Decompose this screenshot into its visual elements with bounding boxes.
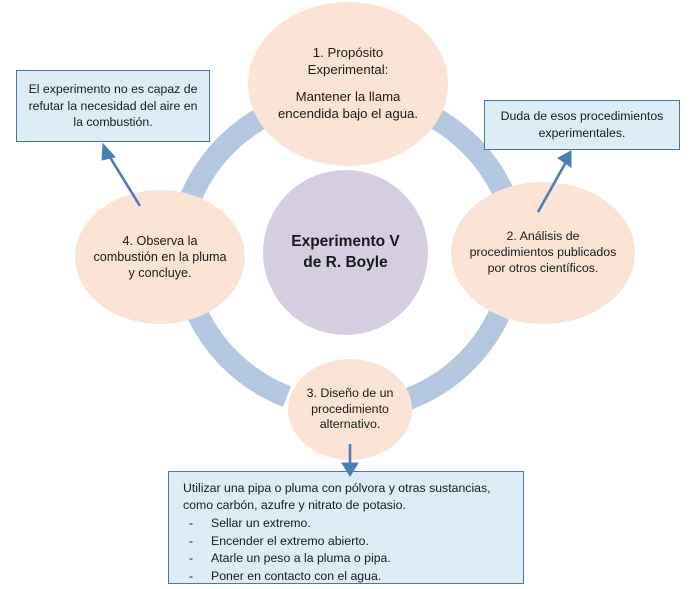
list-item-text: Encender el extremo abierto. [211, 533, 369, 548]
callout-right-duda[interactable]: Duda de esos procedimientos experimental… [484, 100, 680, 150]
cycle-node-1-title-line-1: 1. Propósito [312, 45, 384, 61]
cycle-node-2-analisis[interactable]: 2. Análisis de procedimientos publicados… [451, 182, 635, 324]
list-item-text: Poner en contacto con el agua. [211, 568, 382, 583]
list-item: - Atarle un peso a la pluma o pipa. [179, 550, 513, 567]
list-item: - Encender el extremo abierto. [179, 533, 513, 550]
list-item-text: Atarle un peso a la pluma o pipa. [211, 551, 391, 566]
center-circle: Experimento V de R. Boyle [263, 170, 428, 335]
callout-bottom-intro: Utilizar una pipa o pluma con pólvora y … [183, 481, 491, 512]
list-bullet-marker: - [189, 533, 194, 548]
cycle-node-1-title: 1. Propósito Experimental: [308, 45, 389, 79]
list-bullet-marker: - [189, 551, 194, 566]
list-bullet-marker: - [189, 516, 194, 531]
cycle-node-2-text: 2. Análisis de procedimientos publicados… [469, 229, 617, 275]
ring-arc-bottom-left [187, 308, 292, 407]
callout-left-conclusion[interactable]: El experimento no es capaz de refutar la… [16, 70, 210, 142]
list-bullet-marker: - [189, 568, 194, 583]
callout-bottom-list: - Sellar un extremo. - Encender el extre… [179, 515, 513, 584]
cycle-node-4-observa[interactable]: 4. Observa la combustión en la pluma y c… [75, 190, 245, 324]
list-item: - Sellar un extremo. [179, 515, 513, 532]
cycle-node-3-text: 3. Diseño de un procedimiento alternativ… [306, 385, 394, 432]
cycle-node-1-body: Mantener la llama encendida bajo el agua… [277, 88, 419, 121]
callout-right-text: Duda de esos procedimientos experimental… [500, 109, 664, 140]
cycle-node-1-title-line-2: Experimental: [307, 62, 389, 78]
center-circle-line-1: Experimento V [291, 233, 400, 251]
center-circle-line-2: de R. Boyle [303, 253, 388, 271]
center-circle-label: Experimento V de R. Boyle [291, 232, 400, 272]
cycle-node-1-proposito[interactable]: 1. Propósito Experimental: Mantener la l… [248, 2, 448, 166]
callout-bottom-procedimiento[interactable]: Utilizar una pipa o pluma con pólvora y … [168, 471, 524, 584]
ring-arc-bottom-right [402, 310, 509, 410]
cycle-node-3-diseno[interactable]: 3. Diseño de un procedimiento alternativ… [288, 359, 412, 460]
cycle-node-4-text: 4. Observa la combustión en la pluma y c… [93, 233, 227, 281]
list-item: - Poner en contacto con el agua. [179, 568, 513, 585]
callout-left-text: El experimento no es capaz de refutar la… [28, 82, 198, 130]
list-item-text: Sellar un extremo. [211, 516, 311, 531]
